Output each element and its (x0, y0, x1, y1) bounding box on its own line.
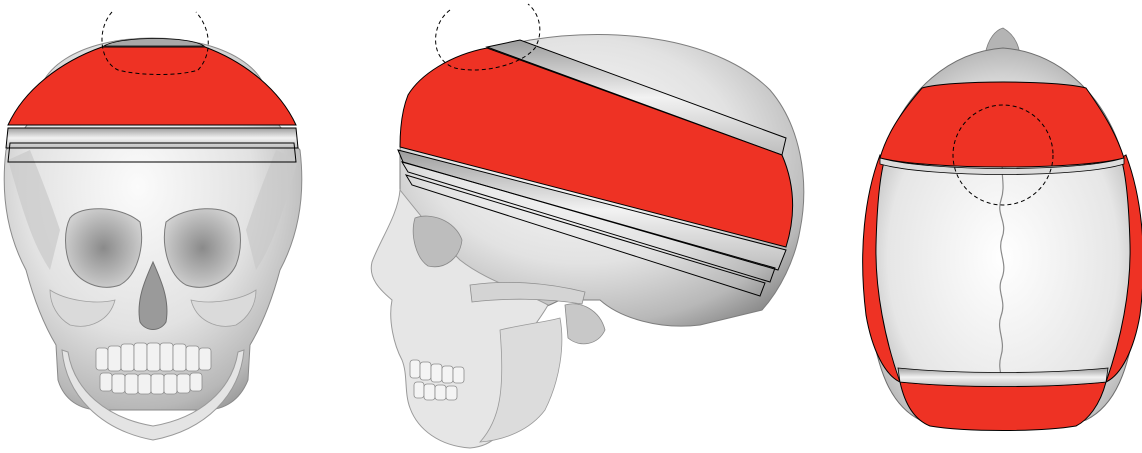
superior-highlight-front (880, 82, 1124, 167)
lateral-view (371, 4, 804, 448)
frontal-band-outline-1 (6, 128, 298, 148)
superior-highlight-back (900, 382, 1106, 431)
frontal-teeth (96, 343, 211, 394)
lateral-mastoid (565, 304, 605, 344)
frontal-vertex (104, 39, 204, 47)
superior-view (863, 28, 1142, 431)
frontal-view (4, 12, 302, 440)
frontal-orbit-left (66, 209, 142, 288)
frontal-orbit-right (164, 209, 240, 288)
frontal-highlight-region (8, 47, 296, 125)
